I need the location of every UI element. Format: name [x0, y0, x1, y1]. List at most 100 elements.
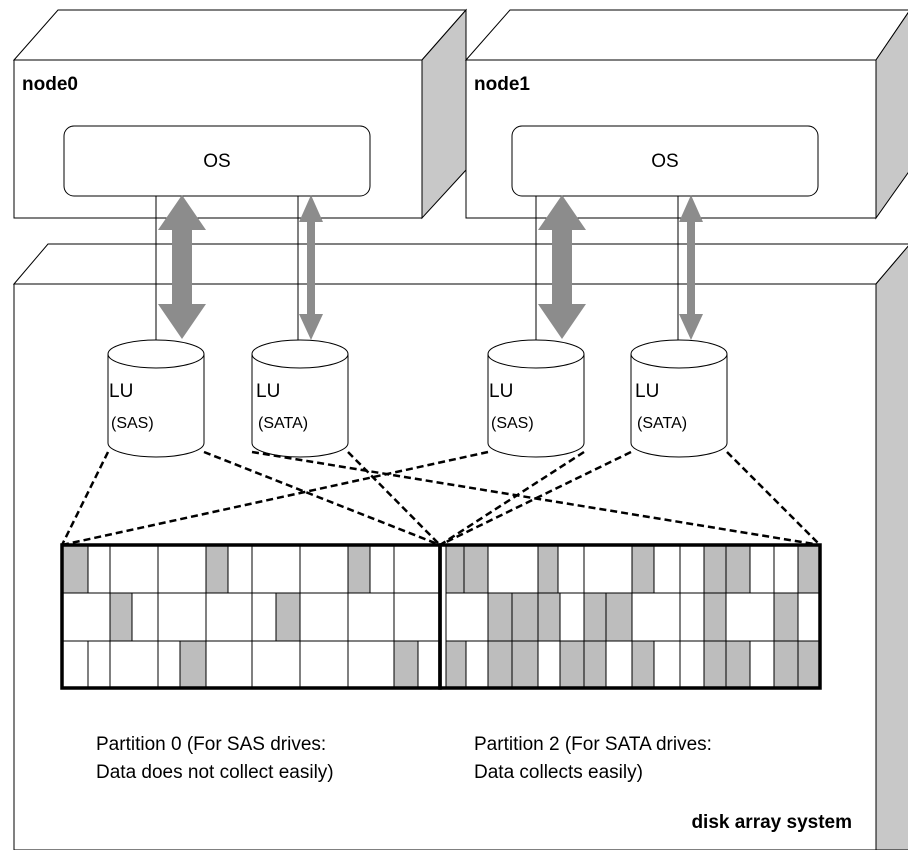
lu-type: (SAS): [111, 415, 154, 432]
drive-slot-empty: [445, 592, 489, 642]
drive-slot-used: [773, 640, 799, 689]
drive-slot-empty: [393, 592, 441, 642]
drive-slot-used: [631, 544, 655, 594]
node1-top-face: [464, 9, 908, 61]
drive-slot-empty: [87, 640, 111, 689]
drive-slot-used: [537, 592, 561, 642]
drive-slot-used: [445, 640, 467, 689]
drive-slot-empty: [205, 592, 253, 642]
drive-slot-used: [605, 592, 633, 642]
drive-slot-empty: [537, 640, 561, 689]
drive-slot-used: [797, 544, 821, 594]
mapping-line: [439, 450, 585, 547]
drive-slot-empty: [583, 544, 633, 594]
drive-slot-empty: [773, 544, 799, 594]
drive-slot-empty: [347, 640, 395, 689]
drive-slot-empty: [131, 592, 159, 642]
drive-slot-empty: [559, 592, 585, 642]
drive-slot-empty: [61, 640, 89, 689]
node1-os-label: OS: [651, 151, 678, 172]
lu-cylinder-top: [251, 339, 349, 369]
sata-arrow-node1: [679, 195, 703, 340]
drive-slot-empty: [109, 544, 159, 594]
drive-slot-empty: [347, 592, 395, 642]
drive-slot-empty: [749, 544, 775, 594]
lu-label: LU: [256, 381, 280, 402]
sas-arrow-node1: [538, 195, 586, 339]
drive-slot-used: [109, 592, 133, 642]
lu-cylinder-top: [487, 339, 585, 369]
drive-slot-empty: [205, 640, 253, 689]
drive-slot-used: [463, 544, 489, 594]
double-arrow-icon: [299, 195, 323, 340]
partition-2-border: [438, 543, 822, 690]
drive-slot-empty: [653, 544, 681, 594]
drive-slot-used: [445, 544, 465, 594]
lu-3: LU (SATA): [630, 339, 728, 458]
lu-2: LU (SAS): [487, 339, 585, 458]
drive-slot-used: [275, 592, 301, 642]
drive-slot-used: [703, 544, 727, 594]
partition-2-caption-line2: Data collects easily): [474, 762, 643, 783]
drive-slot-empty: [749, 640, 775, 689]
drive-slot-empty: [679, 640, 705, 689]
drive-slot-empty: [679, 592, 705, 642]
drive-slot-used: [703, 640, 727, 689]
drive-slot-used: [393, 640, 419, 689]
drive-slot-used: [537, 544, 559, 594]
drive-slot-used: [631, 640, 655, 689]
drive-slot-used: [61, 544, 89, 594]
drive-slot-used: [511, 640, 539, 689]
drive-slot-empty: [725, 592, 775, 642]
drive-slot-empty: [557, 544, 585, 594]
lu-label: LU: [635, 381, 659, 402]
lu-mapping-lines: [60, 450, 821, 547]
mapping-line: [61, 450, 489, 547]
lu-cylinder-top: [107, 339, 205, 369]
drive-slot-used: [797, 640, 821, 689]
mapping-line: [60, 451, 110, 546]
disk-array-side-face: [875, 245, 908, 850]
drive-slot-empty: [393, 544, 441, 594]
disk-array-label: disk array system: [691, 812, 852, 833]
drive-slot-empty: [227, 544, 253, 594]
drive-slot-used: [205, 544, 229, 594]
lu-cylinder-icon: [251, 354, 349, 458]
drive-slot-empty: [87, 544, 111, 594]
drive-slot-used: [511, 592, 539, 642]
os-lu-connectors: [155, 196, 679, 346]
lu-0: LU (SAS): [107, 339, 205, 458]
node0-os-rect: [63, 125, 371, 197]
drive-slot-empty: [157, 544, 207, 594]
drive-slot-empty: [605, 640, 633, 689]
drive-slot-used: [725, 640, 751, 689]
node1-label: node1: [474, 74, 530, 95]
drive-slot-empty: [157, 592, 207, 642]
mapping-line: [439, 450, 632, 547]
drive-slot-empty: [653, 640, 681, 689]
lu-cylinder-icon: [630, 354, 728, 458]
drive-slot-used: [703, 592, 727, 642]
node1-os-rect: [511, 125, 819, 197]
node1-os-box: OS: [511, 125, 819, 197]
partition-2-caption-line1: Partition 2 (For SATA drives:: [474, 734, 712, 755]
drive-array-grid: [60, 543, 822, 690]
lu-cylinder-icon: [487, 354, 585, 458]
drive-slot-empty: [299, 544, 349, 594]
drive-slot-used: [347, 544, 371, 594]
lu-type: (SATA): [637, 415, 687, 432]
lu-cylinder-top: [630, 339, 728, 369]
node0-os-label: OS: [203, 151, 230, 172]
lu-cylinder-icon: [107, 354, 205, 458]
drive-slot-used: [583, 640, 607, 689]
sas-arrow-node0: [158, 195, 206, 339]
mapping-line: [203, 450, 441, 547]
sata-arrow-node0: [299, 195, 323, 340]
drive-slot-empty: [61, 592, 111, 642]
drive-slot-empty: [417, 640, 441, 689]
drive-slot-empty: [465, 640, 489, 689]
drive-slot-used: [773, 592, 799, 642]
drive-slot-used: [487, 592, 513, 642]
drive-slot-used: [725, 544, 751, 594]
